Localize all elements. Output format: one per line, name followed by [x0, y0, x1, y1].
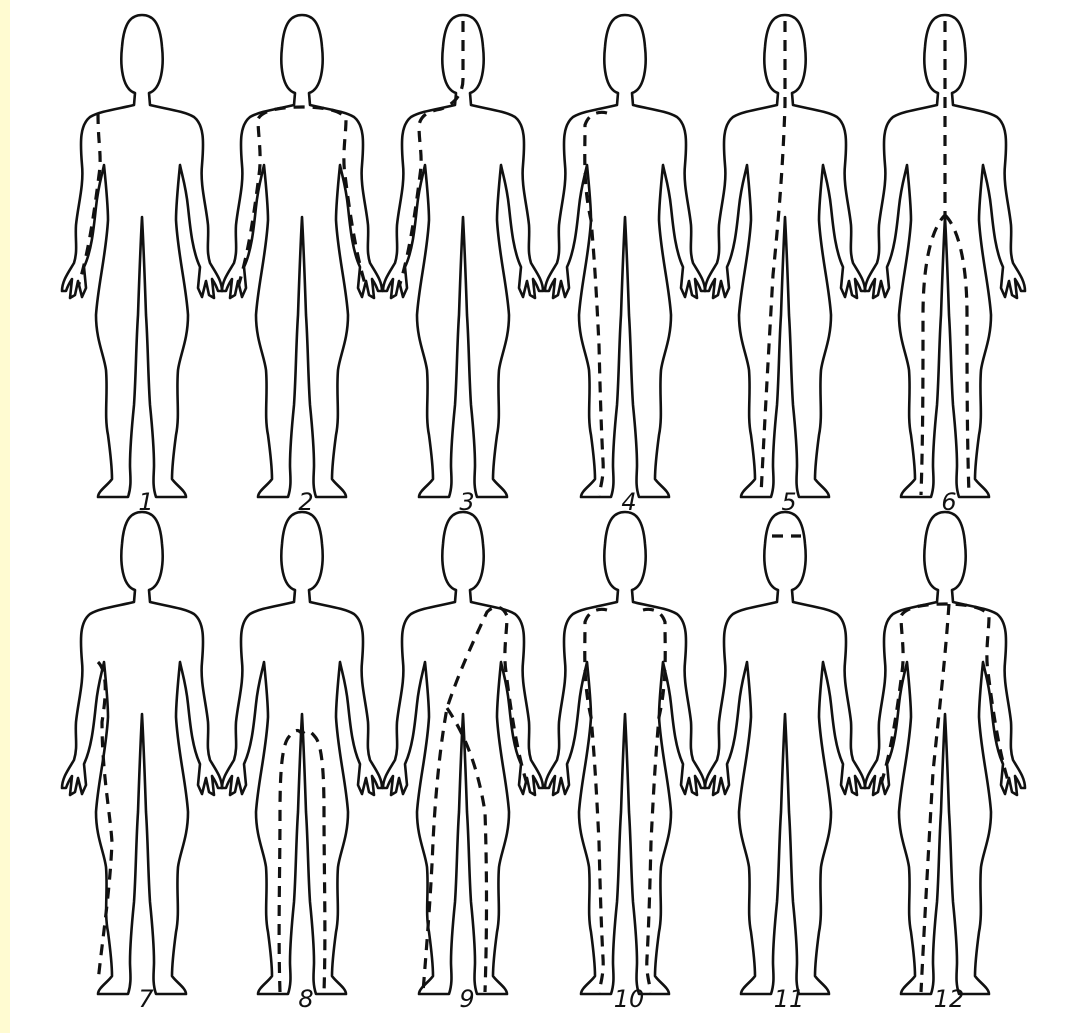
body-outline	[705, 512, 865, 994]
figure-panel-3	[383, 15, 543, 497]
panel-number-7: 7	[138, 985, 154, 1013]
figure-panel-4	[545, 15, 705, 497]
figure-panel-5	[705, 15, 865, 497]
figure-panel-12	[865, 512, 1025, 994]
route-head-to-both-legs	[921, 21, 969, 495]
body-outline	[62, 512, 222, 994]
body-outline	[383, 512, 543, 994]
body-outline	[545, 15, 705, 497]
figure-panel-10	[545, 512, 705, 994]
figure-panel-11	[705, 512, 865, 994]
body-outline	[222, 512, 382, 994]
figure-panel-7	[62, 512, 222, 994]
figure-panel-6	[865, 15, 1025, 497]
route-right-leg	[98, 662, 112, 982]
panel-number-10: 10	[614, 985, 645, 1013]
panel-number-8: 8	[298, 985, 313, 1013]
figure-panel-1	[62, 15, 222, 497]
panel-number-11: 11	[774, 985, 805, 1013]
panel-number-12: 12	[934, 985, 965, 1013]
route-leg-to-leg	[279, 731, 325, 992]
body-outline	[545, 512, 705, 994]
figure-panel-2	[222, 15, 382, 497]
figure-panel-9	[383, 512, 543, 994]
route-head-to-right-leg-diagonal	[761, 21, 785, 495]
panel-number-9: 9	[459, 985, 474, 1013]
route-head-to-right-arm	[399, 21, 463, 287]
body-outline	[62, 15, 222, 497]
figure-panel-8	[222, 512, 382, 994]
